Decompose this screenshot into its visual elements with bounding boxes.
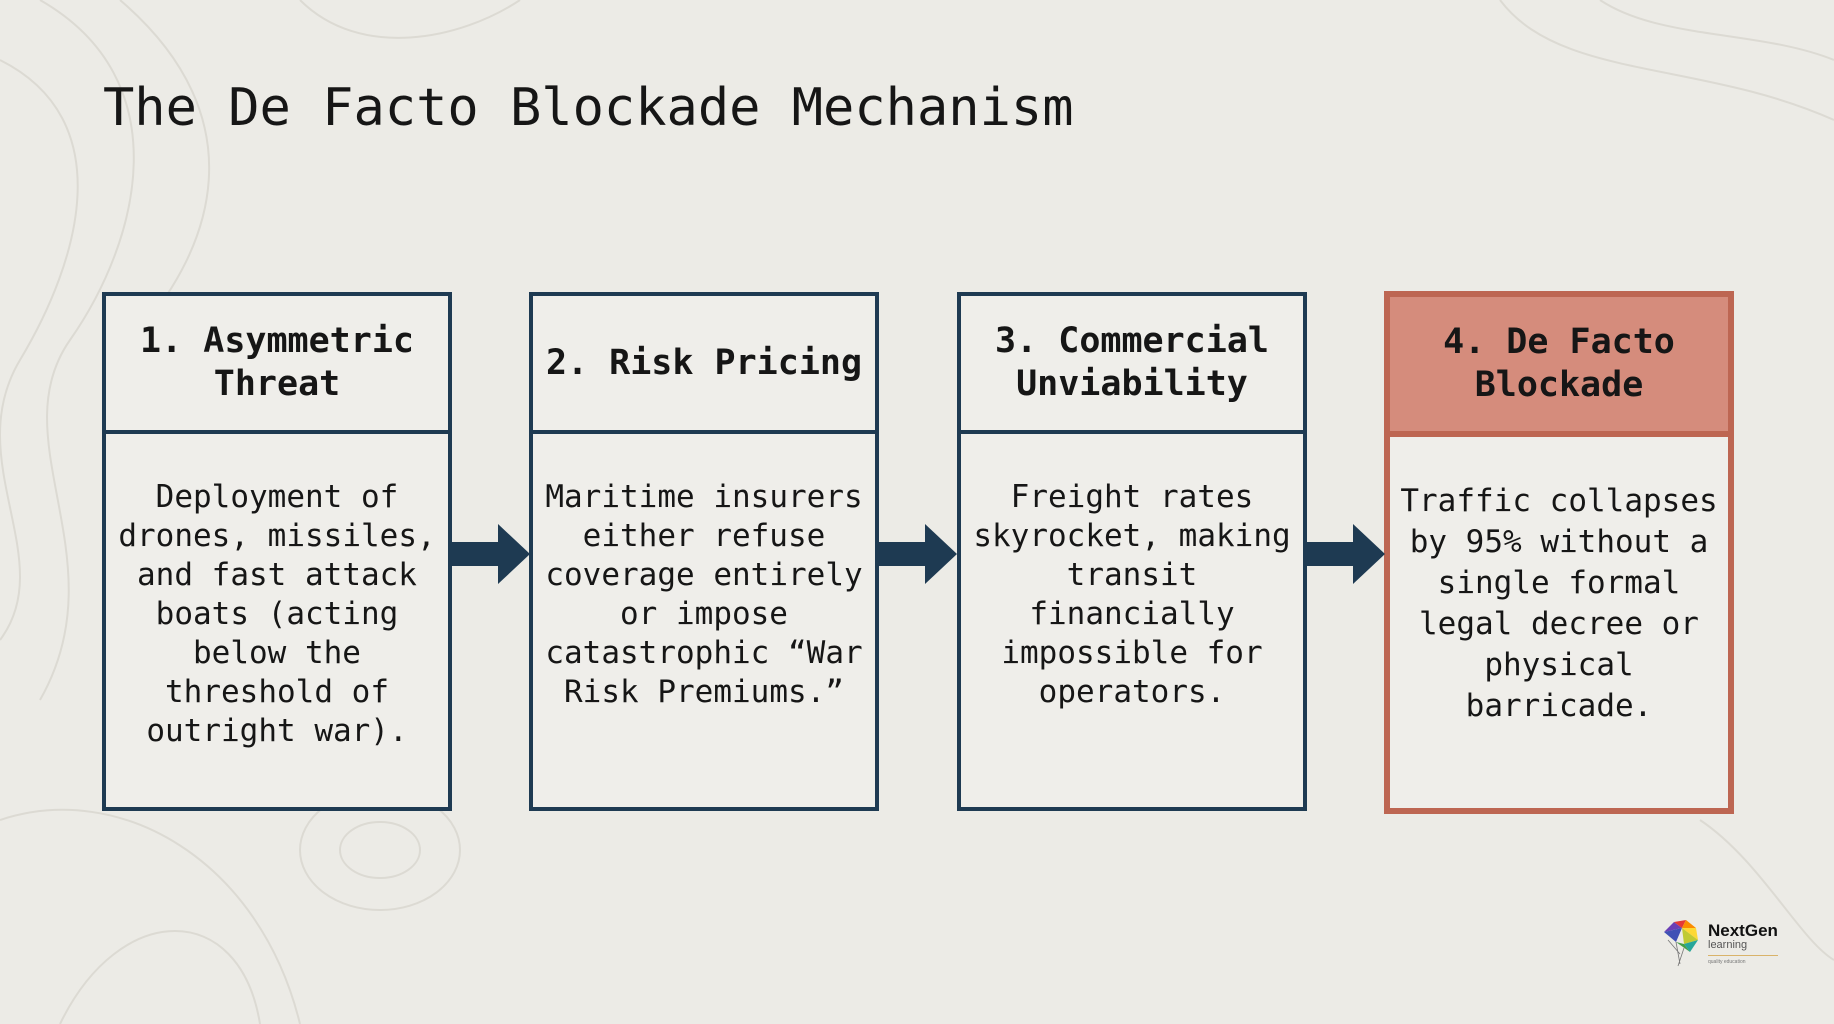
- step-card-risk-pricing: 2. Risk Pricing Maritime insurers either…: [529, 292, 879, 811]
- nextgen-logo: NextGen learning quality education: [1660, 918, 1778, 968]
- logo-subtitle: learning: [1708, 939, 1748, 951]
- step-card-de-facto-blockade: 4. De Facto Blockade Traffic collapses b…: [1384, 291, 1734, 814]
- arrow-right-icon: [877, 524, 957, 584]
- brain-logo-icon: [1664, 920, 1698, 967]
- step-heading: 4. De Facto Blockade: [1390, 297, 1728, 437]
- step-body: Traffic collapses by 95% without a singl…: [1400, 483, 1718, 724]
- page-title: The De Facto Blockade Mechanism: [103, 78, 1074, 138]
- step-heading: 2. Risk Pricing: [533, 296, 875, 434]
- step-card-asymmetric-threat: 1. Asymmetric Threat Deployment of drone…: [102, 292, 452, 811]
- logo-tagline: quality education: [1708, 955, 1778, 965]
- step-body: Deployment of drones, missiles, and fast…: [118, 479, 436, 749]
- arrow-right-icon: [1305, 524, 1385, 584]
- arrow-right-icon: [450, 524, 530, 584]
- step-card-commercial-unviability: 3. Commercial Unviability Freight rates …: [957, 292, 1307, 811]
- step-heading: 1. Asymmetric Threat: [106, 296, 448, 434]
- step-body: Maritime insurers either refuse coverage…: [545, 479, 863, 710]
- step-body: Freight rates skyrocket, making transit …: [973, 479, 1291, 710]
- logo-name: NextGen: [1708, 921, 1778, 940]
- step-heading: 3. Commercial Unviability: [961, 296, 1303, 434]
